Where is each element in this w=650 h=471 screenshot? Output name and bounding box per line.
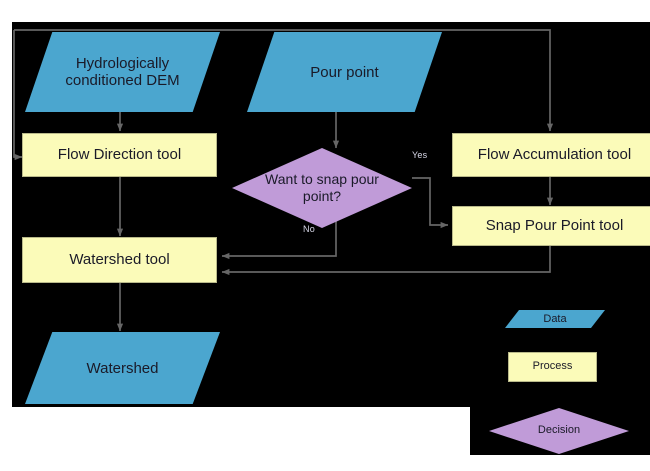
node-watershed-output[interactable]: Watershed bbox=[25, 332, 220, 404]
legend-decision-swatch: Decision bbox=[489, 408, 629, 454]
legend-data-label: Data bbox=[543, 313, 567, 325]
node-label: Pour point bbox=[310, 63, 379, 81]
legend-process-swatch: Process bbox=[508, 352, 597, 382]
node-snap-pour-point-tool[interactable]: Snap Pour Point tool bbox=[452, 206, 650, 246]
node-label: Flow Accumulation tool bbox=[477, 145, 632, 163]
edge-label-yes: Yes bbox=[412, 150, 428, 160]
node-label: Want to snap pour point? bbox=[265, 171, 379, 204]
node-label: Snap Pour Point tool bbox=[485, 216, 624, 234]
edge-label-no: No bbox=[303, 224, 315, 234]
node-snap-decision[interactable]: Want to snap pour point? bbox=[232, 148, 412, 228]
legend-process-label: Process bbox=[532, 360, 573, 373]
node-pour-point[interactable]: Pour point bbox=[247, 32, 442, 112]
legend-data-swatch: Data bbox=[505, 310, 605, 328]
node-label: Watershed bbox=[86, 359, 159, 377]
node-flow-direction-tool[interactable]: Flow Direction tool bbox=[22, 133, 217, 177]
node-flow-accumulation-tool[interactable]: Flow Accumulation tool bbox=[452, 133, 650, 177]
node-watershed-tool[interactable]: Watershed tool bbox=[22, 237, 217, 283]
node-label: Watershed tool bbox=[69, 250, 170, 268]
node-label: Flow Direction tool bbox=[57, 145, 182, 163]
legend-decision-label: Decision bbox=[537, 424, 581, 437]
node-hydrologically-conditioned-dem[interactable]: Hydrologically conditioned DEM bbox=[25, 32, 220, 112]
node-label: Hydrologically conditioned DEM bbox=[65, 55, 180, 89]
